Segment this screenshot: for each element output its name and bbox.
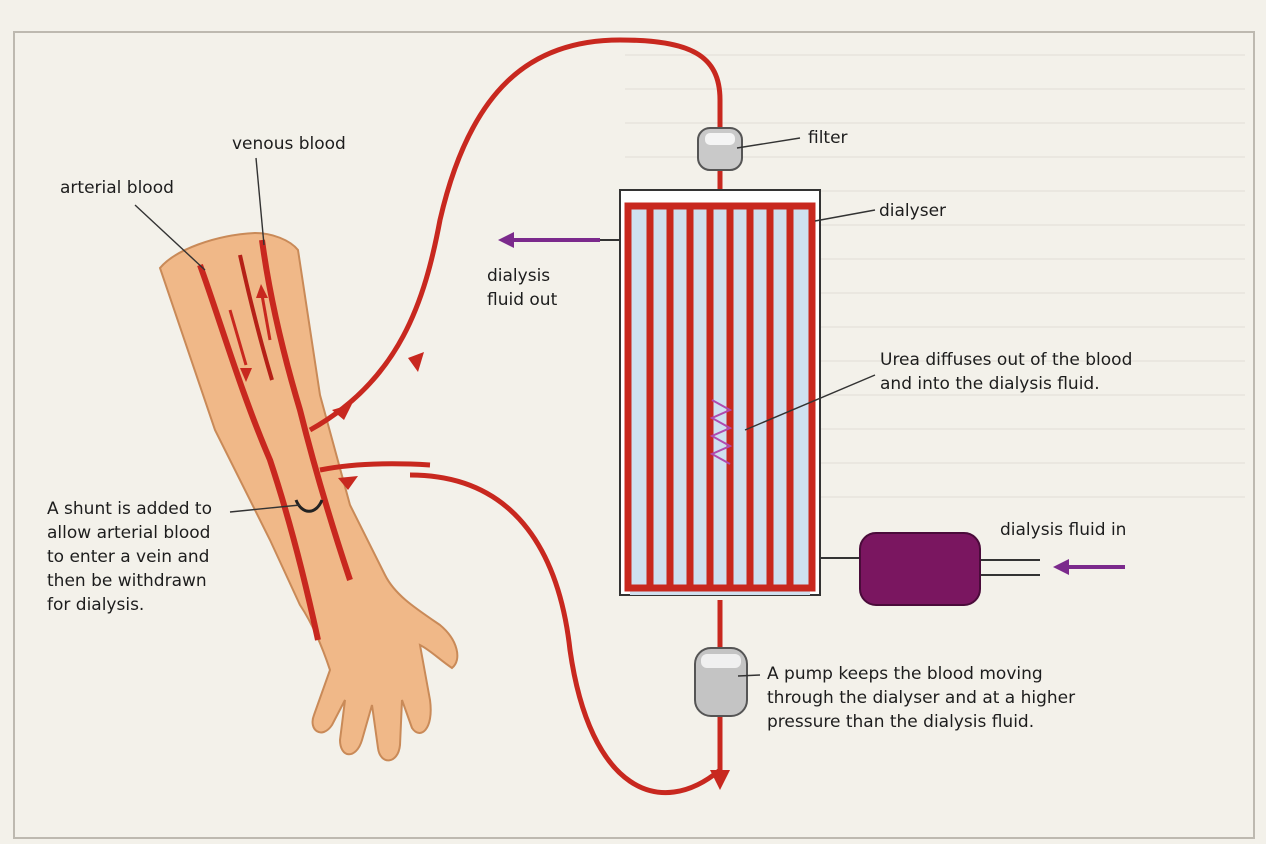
pump-label: A pump keeps the blood moving through th… [767, 662, 1075, 734]
dialyser-shape [620, 190, 820, 595]
urea-label: Urea diffuses out of the blood and into … [880, 348, 1132, 396]
filter-label: filter [808, 127, 848, 149]
shunt-label: A shunt is added to allow arterial blood… [47, 497, 212, 617]
venous-blood-label: venous blood [232, 133, 346, 155]
arterial-blood-label: arterial blood [60, 177, 174, 199]
dialyser-label: dialyser [879, 200, 946, 222]
fluid-in-arrow [1053, 559, 1125, 575]
fluid-pump-shape [860, 533, 980, 605]
pump-shape [695, 648, 747, 716]
fluid-out-arrow [498, 232, 600, 248]
dialysis-fluid-in-label: dialysis fluid in [1000, 519, 1126, 541]
dialysis-fluid-out-label: dialysis fluid out [487, 264, 557, 312]
filter-shape [698, 128, 742, 170]
